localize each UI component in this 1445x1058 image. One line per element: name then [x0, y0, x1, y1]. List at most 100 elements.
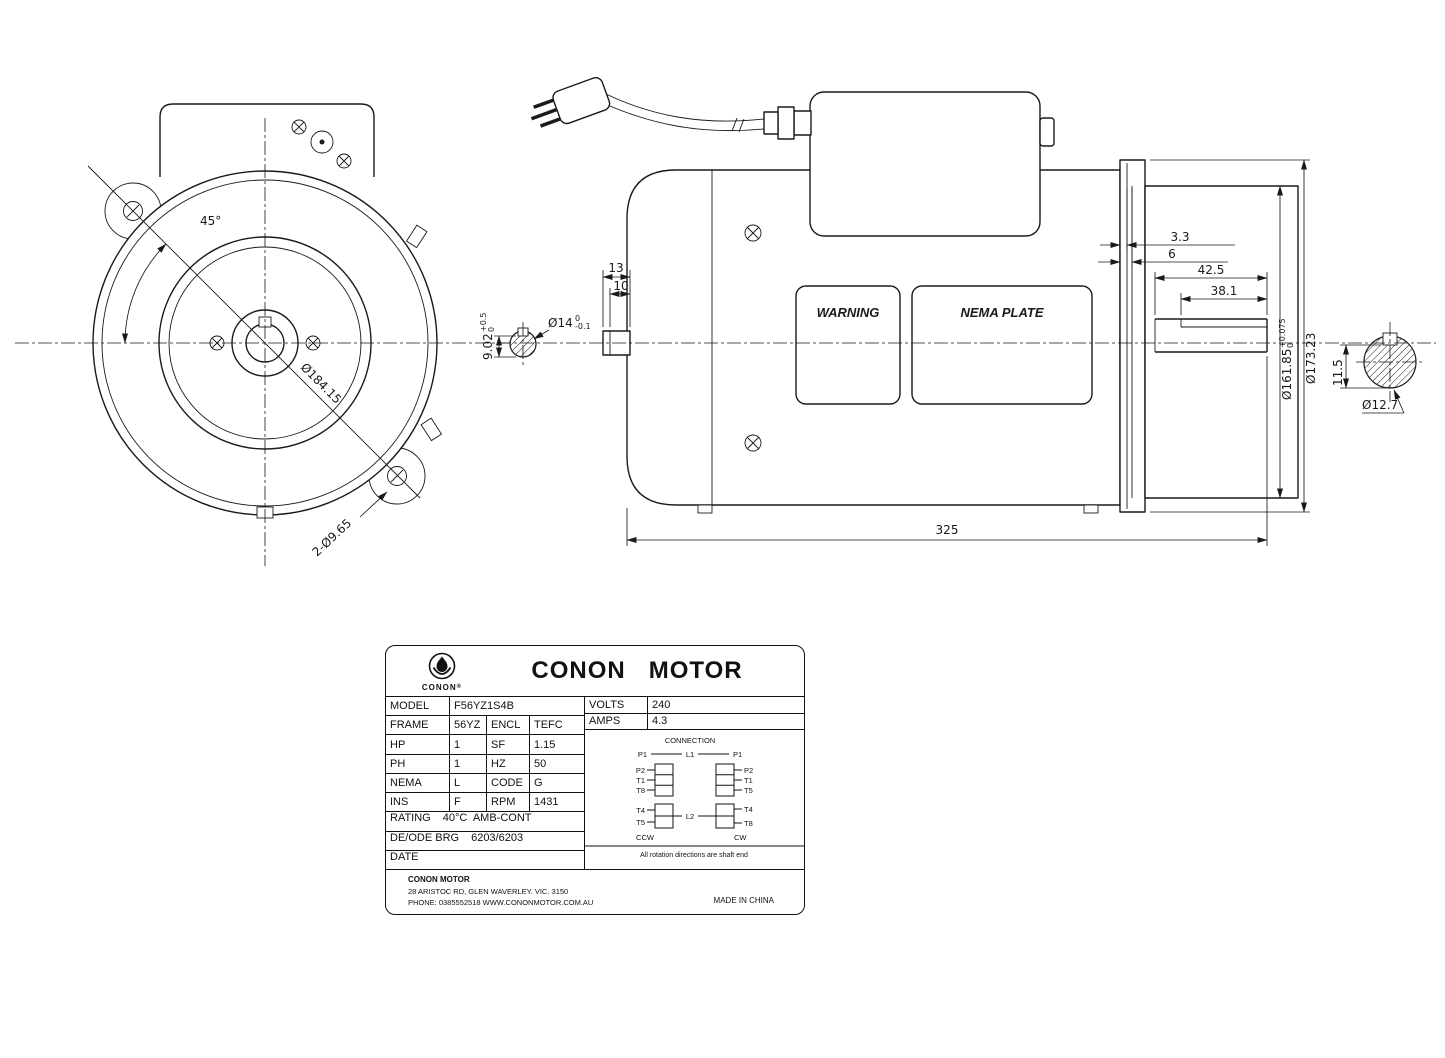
grommet-center — [319, 139, 325, 145]
dim-flange-dia: Ø173.23 — [1304, 333, 1318, 384]
de-shaft-section — [509, 322, 537, 368]
rim-clip — [405, 224, 428, 249]
screw-icon — [305, 335, 321, 351]
table-row: FRAME 56YZ ENCL TEFC — [386, 716, 584, 736]
rpm-value: 1431 — [529, 793, 584, 812]
flange-housing — [1144, 185, 1299, 499]
dim-shaft-usable-length: 10 — [613, 279, 628, 293]
hp-label: HP — [390, 738, 406, 751]
nema-label: NEMA — [390, 776, 422, 789]
svg-text:+0.5: +0.5 — [479, 313, 488, 332]
amps-label: AMPS — [589, 715, 621, 728]
conon-logo: CONON® — [386, 650, 498, 692]
model-label: MODEL — [390, 700, 430, 713]
table-row: HP 1 SF 1.15 — [386, 735, 584, 755]
rating-value: 40°C AMB-CONT — [442, 812, 532, 825]
ph-value: 1 — [449, 754, 486, 773]
dim-flange-boss: 6 — [1168, 247, 1176, 261]
terminal-t5-right: T5 — [744, 786, 753, 795]
nameplate-right-block: VOLTS 240 AMPS 4.3 CONNECTION P1 L1 P1 — [585, 697, 804, 869]
nameplate-left-block: MODEL F56YZ1S4B FRAME 56YZ ENCL TEFC HP … — [386, 697, 585, 869]
nameplate-footer: CONON MOTOR 28 ARISTOC RD, GLEN WAVERLEY… — [386, 869, 804, 914]
table-row: AMPS 4.3 — [585, 713, 804, 730]
hz-label: HZ — [486, 754, 529, 773]
table-row: RATING 40°C AMB-CONT — [386, 812, 584, 832]
warning-plate — [795, 285, 901, 405]
model-value: F56YZ1S4B — [449, 697, 584, 716]
volts-value: 240 — [647, 697, 804, 713]
footer-phone: PHONE: 0385552518 WWW.CONONMOTOR.COM.AU — [408, 898, 594, 908]
rpm-label: RPM — [486, 793, 529, 812]
code-value: G — [529, 773, 584, 793]
table-row: NEMA L CODE G — [386, 773, 584, 794]
front-view: 45° Ø184.15 2-Ø9.65 — [15, 103, 520, 566]
dim-flange-step: 3.3 — [1170, 230, 1189, 244]
volts-label: VOLTS — [589, 698, 625, 711]
leader-line — [359, 491, 388, 518]
screw-icon — [744, 434, 762, 452]
dimensions: 13 10 9.02 +0.5 0 Ø14 0 -0.1 3.3 6 — [479, 159, 1405, 546]
svg-text:0: 0 — [575, 314, 580, 323]
made-in-label: MADE IN CHINA — [713, 896, 774, 905]
table-row: DE/ODE BRG 6203/6203 — [386, 832, 584, 851]
terminal-box-front — [159, 103, 375, 177]
table-row: MODEL F56YZ1S4B — [386, 697, 584, 717]
warning-label: WARNING — [817, 305, 880, 320]
hz-value: 50 — [529, 754, 584, 773]
angle-arc — [122, 243, 167, 344]
nema-value: L — [449, 773, 486, 793]
terminal-t8-right: T8 — [744, 819, 753, 828]
nameplate-table: MODEL F56YZ1S4B FRAME 56YZ ENCL TEFC HP … — [386, 696, 804, 869]
connection-title: CONNECTION — [665, 736, 715, 745]
svg-text:Ø173.23: Ø173.23 — [1304, 333, 1318, 384]
dim-key-flat: 11.5 — [1331, 359, 1345, 386]
rotation-note: All rotation directions are shaft end — [640, 852, 748, 859]
sf-label: SF — [486, 735, 529, 754]
svg-text:0: 0 — [1286, 343, 1295, 348]
terminal-t1-right: T1 — [744, 776, 753, 785]
table-row: VOLTS 240 — [585, 697, 804, 714]
nema-plate-outline — [911, 285, 1093, 405]
dim-key-height: 9.02 +0.5 0 — [479, 313, 496, 360]
dim-shaft-total-length: 13 — [608, 261, 623, 275]
grommet-hole — [310, 130, 334, 154]
bearing-label: DE/ODE BRG — [390, 831, 460, 844]
svg-text:Ø161.85: Ø161.85 — [1280, 349, 1294, 400]
svg-text:9.02: 9.02 — [481, 333, 495, 360]
logo-text: CONON — [421, 683, 457, 692]
dim-spigot-dia: Ø161.85 +0.075 0 — [1278, 318, 1295, 400]
dim-ode-key-length: 38.1 — [1211, 284, 1238, 298]
ins-value: F — [449, 793, 486, 812]
amps-value: 4.3 — [647, 713, 804, 729]
terminal-p2-right: P2 — [744, 766, 753, 775]
screw-icon — [336, 153, 352, 169]
nameplate-header: CONON® CONON MOTOR — [386, 646, 804, 696]
dim-overall-length: 325 — [936, 523, 959, 537]
frame-label: FRAME — [390, 719, 429, 732]
terminal-t8-left: T8 — [636, 786, 645, 795]
cable-gland — [763, 106, 812, 140]
terminal-p1-left: P1 — [638, 750, 647, 759]
encl-label: ENCL — [486, 716, 529, 735]
conon-logo-icon — [428, 652, 456, 680]
dim-ode-shaft-dia: Ø12.7 — [1362, 398, 1398, 412]
angle-dim: 45° — [200, 214, 221, 228]
line-l1: L1 — [686, 750, 694, 759]
terminal-box — [809, 91, 1041, 237]
footer-company: CONON MOTOR — [408, 875, 470, 884]
output-shaft — [1154, 318, 1268, 353]
table-row: PH 1 HZ 50 — [386, 754, 584, 774]
frame-value: 56YZ — [449, 716, 486, 735]
rotation-ccw: CCW — [636, 833, 655, 842]
flange-plate — [1119, 159, 1146, 513]
foot — [697, 504, 713, 514]
terminal-p2-left: P2 — [636, 766, 645, 775]
footer-address: 28 ARISTOC RD, GLEN WAVERLEY. VIC. 3150 — [408, 887, 569, 896]
foot — [1083, 504, 1099, 514]
rating-label: RATING — [390, 812, 431, 825]
power-cord — [602, 93, 765, 133]
connection-diagram-svg: CONNECTION P1 L1 P1 P2 T1 T8 — [585, 736, 804, 859]
code-label: CODE — [486, 773, 529, 793]
nameplate: CONON® CONON MOTOR MODEL F56YZ1S4B FRAME… — [385, 645, 805, 915]
table-row: DATE — [386, 851, 584, 869]
